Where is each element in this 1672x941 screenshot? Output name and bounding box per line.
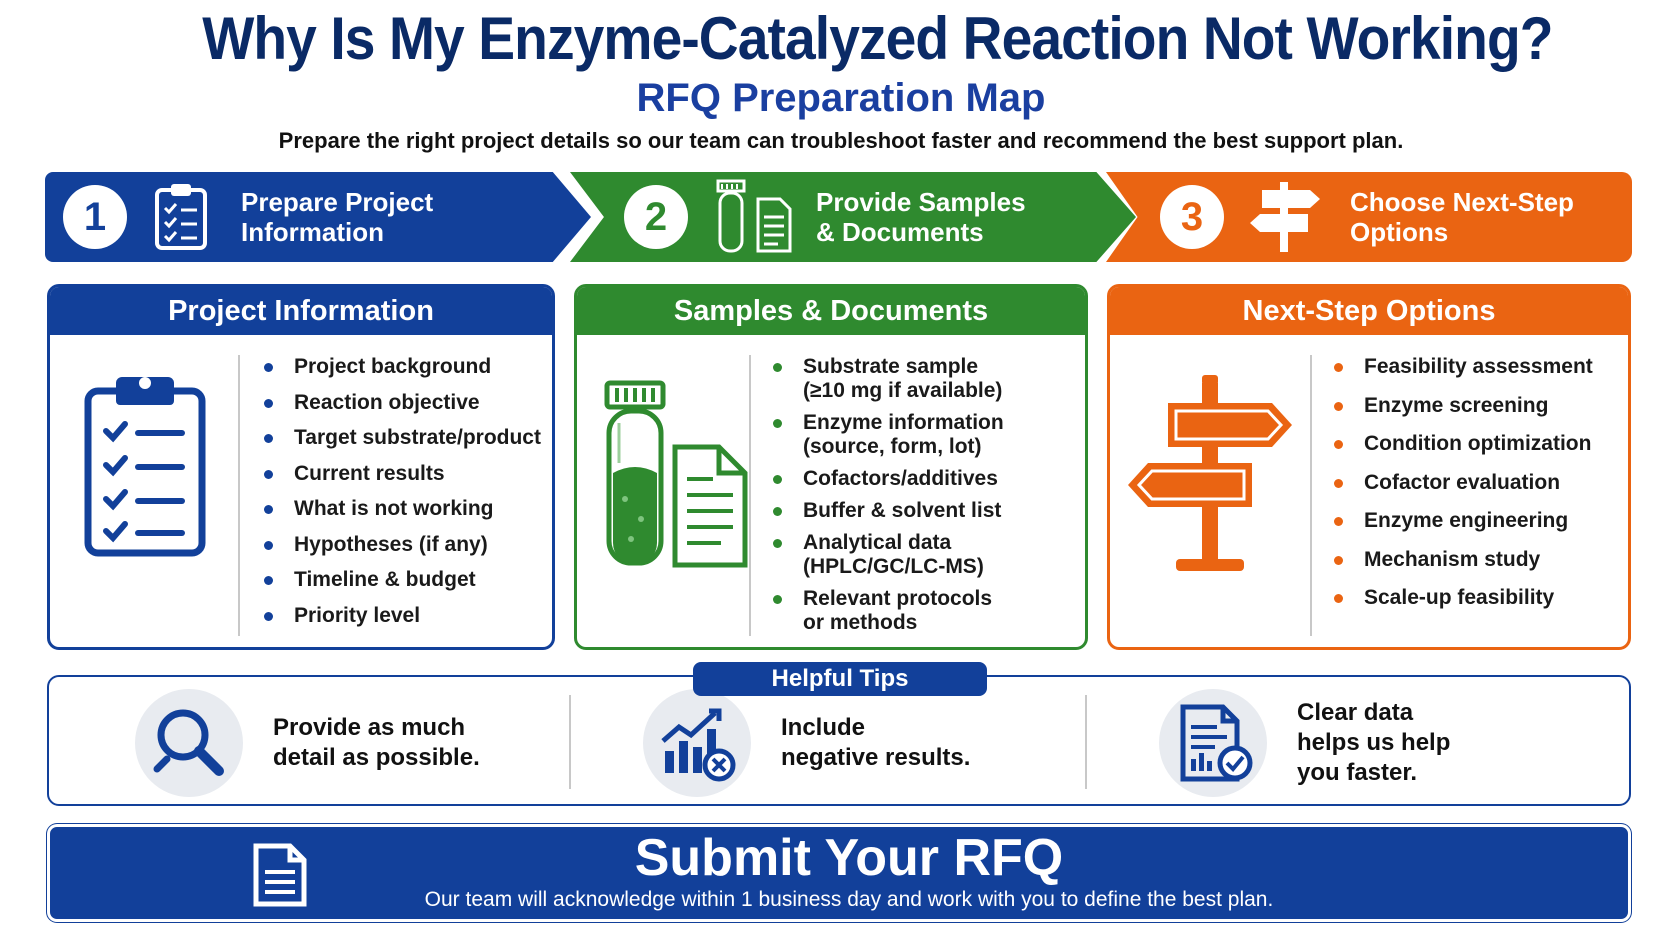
step-1-label-line2: Information	[241, 217, 384, 247]
step-2-label-line2: & Documents	[816, 217, 984, 247]
signpost-icon	[1128, 371, 1292, 582]
tip-text-line2: helps us help	[1297, 729, 1451, 756]
chart-x-icon	[643, 689, 751, 797]
helpful-tips-badge: Helpful Tips	[693, 662, 987, 696]
list-item-line2: (HPLC/GC/LC-MS)	[803, 555, 984, 578]
next-step-options-panel: Next-Step Options Feasibility assessment…	[1107, 284, 1631, 650]
submit-rfq-button[interactable]: Submit Your RFQ Our team will acknowledg…	[47, 824, 1631, 922]
list-item: Current results	[260, 462, 541, 486]
list-item-line1: Analytical data	[803, 531, 952, 554]
step-1-banner: 1 Prepare Project Information	[45, 172, 591, 262]
tip-text-line1: Provide as much	[273, 714, 466, 741]
magnifier-icon	[135, 689, 243, 797]
list-item-line2: (source, form, lot)	[803, 435, 982, 458]
clipboard-icon	[82, 373, 208, 564]
tip-item: Provide as much detail as possible.	[135, 689, 480, 797]
document-icon	[252, 842, 308, 913]
list-item: Timeline & budget	[260, 568, 541, 592]
list-item: Enzyme screening	[1330, 394, 1593, 418]
tip-text-line1: Include	[781, 714, 866, 741]
tip-text-line2: detail as possible.	[273, 744, 480, 771]
tip-item: Clear data helps us help you faster.	[1159, 689, 1451, 797]
list-item: Analytical data(HPLC/GC/LC-MS)	[769, 531, 1004, 579]
list-item: Target substrate/product	[260, 426, 541, 450]
list-item-line2: or methods	[803, 611, 918, 634]
list-item: Enzyme information(source, form, lot)	[769, 411, 1004, 459]
vial-document-icon	[714, 179, 794, 255]
list-item: Buffer & solvent list	[769, 499, 1004, 523]
list-item: Enzyme engineering	[1330, 509, 1593, 533]
samples-documents-panel: Samples & Documents Substrate sample(≥10…	[574, 284, 1088, 650]
page-subtitle: RFQ Preparation Map	[636, 76, 1046, 120]
helpful-tips-box: Provide as much detail as possible. Incl…	[47, 675, 1631, 806]
next-step-options-list: Feasibility assessment Enzyme screening …	[1330, 355, 1593, 625]
step-3-label-line1: Choose Next-Step	[1350, 187, 1574, 217]
samples-documents-title: Samples & Documents	[577, 287, 1085, 335]
step-1-label-line1: Prepare Project	[241, 187, 434, 217]
list-item: Cofactors/additives	[769, 467, 1004, 491]
signpost-icon	[1248, 180, 1322, 254]
clipboard-checklist-icon	[153, 182, 209, 252]
submit-rfq-title: Submit Your RFQ	[634, 829, 1064, 887]
step-2-banner: 2 Provide Samples & Documents	[570, 172, 1136, 262]
step-3-label-line2: Options	[1350, 217, 1449, 247]
list-item: Hypotheses (if any)	[260, 533, 541, 557]
step-2-number: 2	[624, 185, 688, 249]
project-information-list: Project background Reaction objective Ta…	[260, 355, 541, 639]
list-item-line1: Enzyme information	[803, 411, 1004, 434]
tip-text-line2: negative results.	[781, 744, 971, 771]
list-item-line1: Substrate sample	[803, 355, 979, 378]
list-item: Priority level	[260, 604, 541, 628]
list-item: Substrate sample(≥10 mg if available)	[769, 355, 1004, 403]
list-item: Feasibility assessment	[1330, 355, 1593, 379]
step-3-banner: 3 Choose Next-Step Options	[1106, 172, 1632, 262]
list-item-line1: Relevant protocols	[803, 587, 993, 610]
page-tagline: Prepare the right project details so our…	[278, 128, 1404, 153]
tip-text-line3: you faster.	[1297, 759, 1418, 786]
next-step-options-title: Next-Step Options	[1110, 287, 1628, 335]
project-information-title: Project Information	[50, 287, 552, 335]
step-1-number: 1	[63, 185, 127, 249]
list-item: What is not working	[260, 497, 541, 521]
list-item: Cofactor evaluation	[1330, 471, 1593, 495]
step-2-label-line1: Provide Samples	[816, 187, 1026, 217]
tip-item: Include negative results.	[643, 689, 971, 797]
document-check-icon	[1159, 689, 1267, 797]
submit-rfq-subtitle: Our team will acknowledge within 1 busin…	[424, 888, 1274, 911]
vial-document-icon	[601, 379, 751, 574]
list-item: Project background	[260, 355, 541, 379]
list-item: Condition optimization	[1330, 432, 1593, 456]
samples-documents-list: Substrate sample(≥10 mg if available) En…	[769, 355, 1004, 643]
project-information-panel: Project Information Project background R…	[47, 284, 555, 650]
list-item: Reaction objective	[260, 391, 541, 415]
list-item: Scale-up feasibility	[1330, 586, 1593, 610]
list-item-line2: (≥10 mg if available)	[803, 379, 1003, 402]
page-title: Why Is My Enzyme-Catalyzed Reaction Not …	[202, 5, 1553, 72]
tip-text-line1: Clear data	[1297, 699, 1414, 726]
step-3-number: 3	[1160, 185, 1224, 249]
list-item: Mechanism study	[1330, 548, 1593, 572]
